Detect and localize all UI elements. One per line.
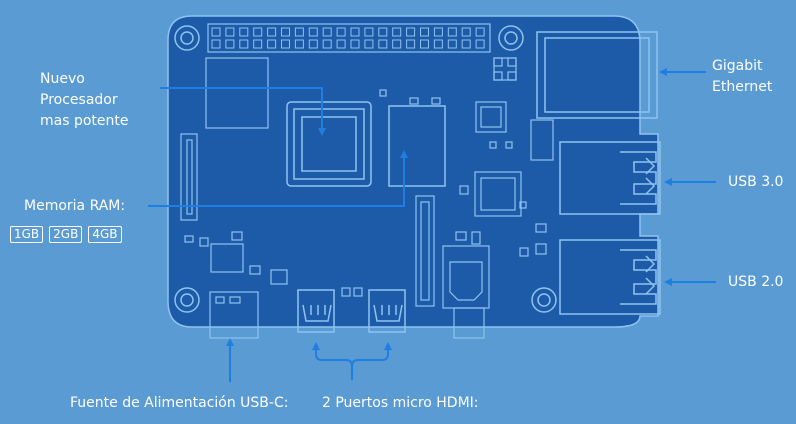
gpio-pin xyxy=(281,39,290,49)
gpio-pin xyxy=(211,39,221,49)
usb2-label: USB 2.0 xyxy=(728,274,784,290)
gpio-pin xyxy=(433,39,443,49)
gpio-pin xyxy=(253,39,263,49)
gpio-pin xyxy=(211,27,221,37)
gpio-pin xyxy=(406,39,416,49)
gpio-pin xyxy=(364,39,374,49)
gpio-header xyxy=(207,23,491,53)
ram-label: Memoria RAM: xyxy=(24,198,126,214)
gpio-pin xyxy=(267,27,277,37)
gpio-pin xyxy=(294,39,304,49)
gpio-pin xyxy=(267,39,277,49)
gpio-pin xyxy=(420,27,429,37)
ram-option-2gb: 2GB xyxy=(49,226,83,243)
gpio-pin xyxy=(350,27,360,37)
processor-chip xyxy=(286,101,372,187)
micro-hdmi-ports xyxy=(297,289,406,333)
gpio-pin xyxy=(475,39,485,49)
gpio-pin xyxy=(281,27,290,37)
gpio-pin xyxy=(447,27,457,37)
components xyxy=(180,57,554,339)
callout-arrows xyxy=(148,68,716,382)
gpio-pin xyxy=(253,27,263,37)
gpio-pin xyxy=(447,39,457,49)
gpio-pin xyxy=(461,39,471,49)
usb3-port xyxy=(559,141,661,215)
usb3-label: USB 3.0 xyxy=(728,174,784,190)
ethernet-port xyxy=(536,31,658,119)
gpio-pin xyxy=(308,27,318,37)
gpio-pin xyxy=(420,39,429,49)
ram-arrow xyxy=(148,150,408,207)
gpio-pin xyxy=(475,27,485,37)
mounting-holes xyxy=(174,25,557,313)
power-label: Fuente de Alimentación USB-C: xyxy=(70,395,289,411)
ethernet-label: Gigabit Ethernet xyxy=(712,58,773,95)
gpio-pin xyxy=(336,27,346,37)
gpio-pin xyxy=(406,27,416,37)
gpio-pin xyxy=(392,39,402,49)
gpio-pin xyxy=(433,27,443,37)
gpio-pin xyxy=(364,27,374,37)
gpio-pin xyxy=(239,39,249,49)
gpio-pin xyxy=(225,27,235,37)
gpio-pin xyxy=(239,27,249,37)
hdmi-label: 2 Puertos micro HDMI: xyxy=(322,395,479,411)
gpio-pin xyxy=(392,27,402,37)
gpio-pin xyxy=(378,27,388,37)
hdmi-arrow-right xyxy=(351,342,392,367)
gpio-pin xyxy=(378,39,388,49)
processor-arrow xyxy=(160,87,326,136)
board-outline xyxy=(167,15,659,328)
usb2-port xyxy=(559,239,661,315)
ram-option-1gb: 1GB xyxy=(10,226,44,243)
gpio-pin xyxy=(322,39,332,49)
ram-options: 1GB 2GB 4GB xyxy=(10,226,122,243)
gpio-pin xyxy=(225,39,235,49)
ram-chip xyxy=(388,105,446,187)
gpio-pin xyxy=(322,27,332,37)
gpio-pin xyxy=(350,39,360,49)
ram-option-4gb: 4GB xyxy=(88,226,122,243)
gpio-pin xyxy=(294,27,304,37)
processor-label: Nuevo Procesador mas potente xyxy=(40,71,129,129)
gpio-pin xyxy=(336,39,346,49)
gpio-pin xyxy=(461,27,471,37)
gpio-pin xyxy=(308,39,318,49)
hdmi-arrow-left xyxy=(312,342,353,380)
